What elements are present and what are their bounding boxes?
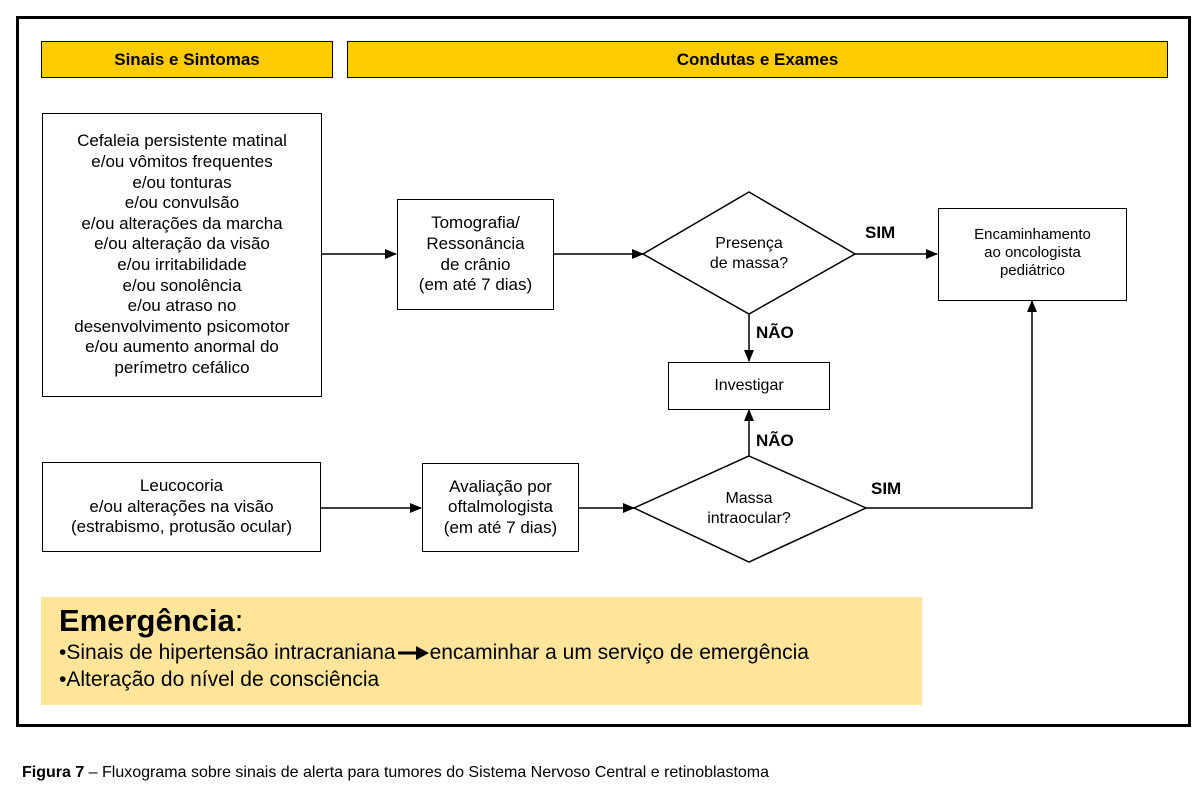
right-arrow-icon [397,646,429,661]
figure-caption: Figura 7 – Fluxograma sobre sinais de al… [22,764,770,781]
label-no-mass: NÃO [756,323,794,342]
header-actions-exams: Condutas e Exames [347,41,1168,78]
investigate-label: Investigar [714,377,784,394]
emergency-item-consciousness: •Alteração do nível de consciência [59,668,380,691]
text-line: oftalmologista [448,497,553,517]
text-line: perímetro cefálico [114,357,250,377]
text-line: Avaliação por [449,476,552,496]
text-line: Cefaleia persistente matinal [77,131,287,151]
investigate-box: Investigar [668,362,830,410]
label-yes-intraocular: SIM [871,479,902,498]
text-line: e/ou alteração da visão [94,234,270,254]
label-yes-mass: SIM [865,223,896,242]
text-line: e/ou atraso no [127,296,237,316]
text-line: (em até 7 dias) [443,517,558,537]
figure-frame [16,16,1191,727]
text-line: pediátrico [999,262,1066,279]
text-line: e/ou convulsão [124,193,240,213]
text-line: ao oncologista [984,244,1081,261]
header-signs-label: Sinais e Sintomas [114,49,260,69]
emergency-title: Emergência: [59,603,244,638]
text-line: e/ou tonturas [132,172,232,192]
text-line: e/ou alterações na visão [89,496,274,516]
text-line: (estrabismo, protusão ocular) [70,517,293,537]
mass-question-text: Presença de massa? [663,234,835,274]
text-line: Presença [715,235,783,252]
diamond-mass [641,191,857,315]
text-line: Ressonância [426,233,525,253]
emergency-panel: Emergência: •Sinais de hipertensão intra… [41,597,922,705]
text-line: desenvolvimento psicomotor [74,316,290,336]
text-line: (em até 7 dias) [418,275,533,295]
text-line: Tomografia/ [431,213,520,233]
header-actions-label: Condutas e Exames [676,49,839,69]
header-signs-symptoms: Sinais e Sintomas [41,41,333,78]
text-line: e/ou aumento anormal do [85,337,279,357]
text-line: e/ou irritabilidade [117,255,247,274]
text-line: de crânio [440,254,511,274]
text-line: e/ou sonolência [122,275,242,295]
text-line: e/ou vômitos frequentes [91,152,273,172]
text-line: Leucocoria [139,476,224,496]
intraocular-question-text: Massa intraocular? [664,489,834,529]
text-line: Encaminhamento [974,226,1091,243]
label-no-intraocular: NÃO [756,431,794,450]
text-line: Massa [725,490,773,507]
text-line: e/ou alterações da marcha [81,213,283,233]
arrow-intraocular-yes-to-referral [866,300,1037,509]
text-line: de massa? [709,255,789,272]
diamond-intraocular [632,455,868,563]
text-line: intraocular? [707,510,791,527]
